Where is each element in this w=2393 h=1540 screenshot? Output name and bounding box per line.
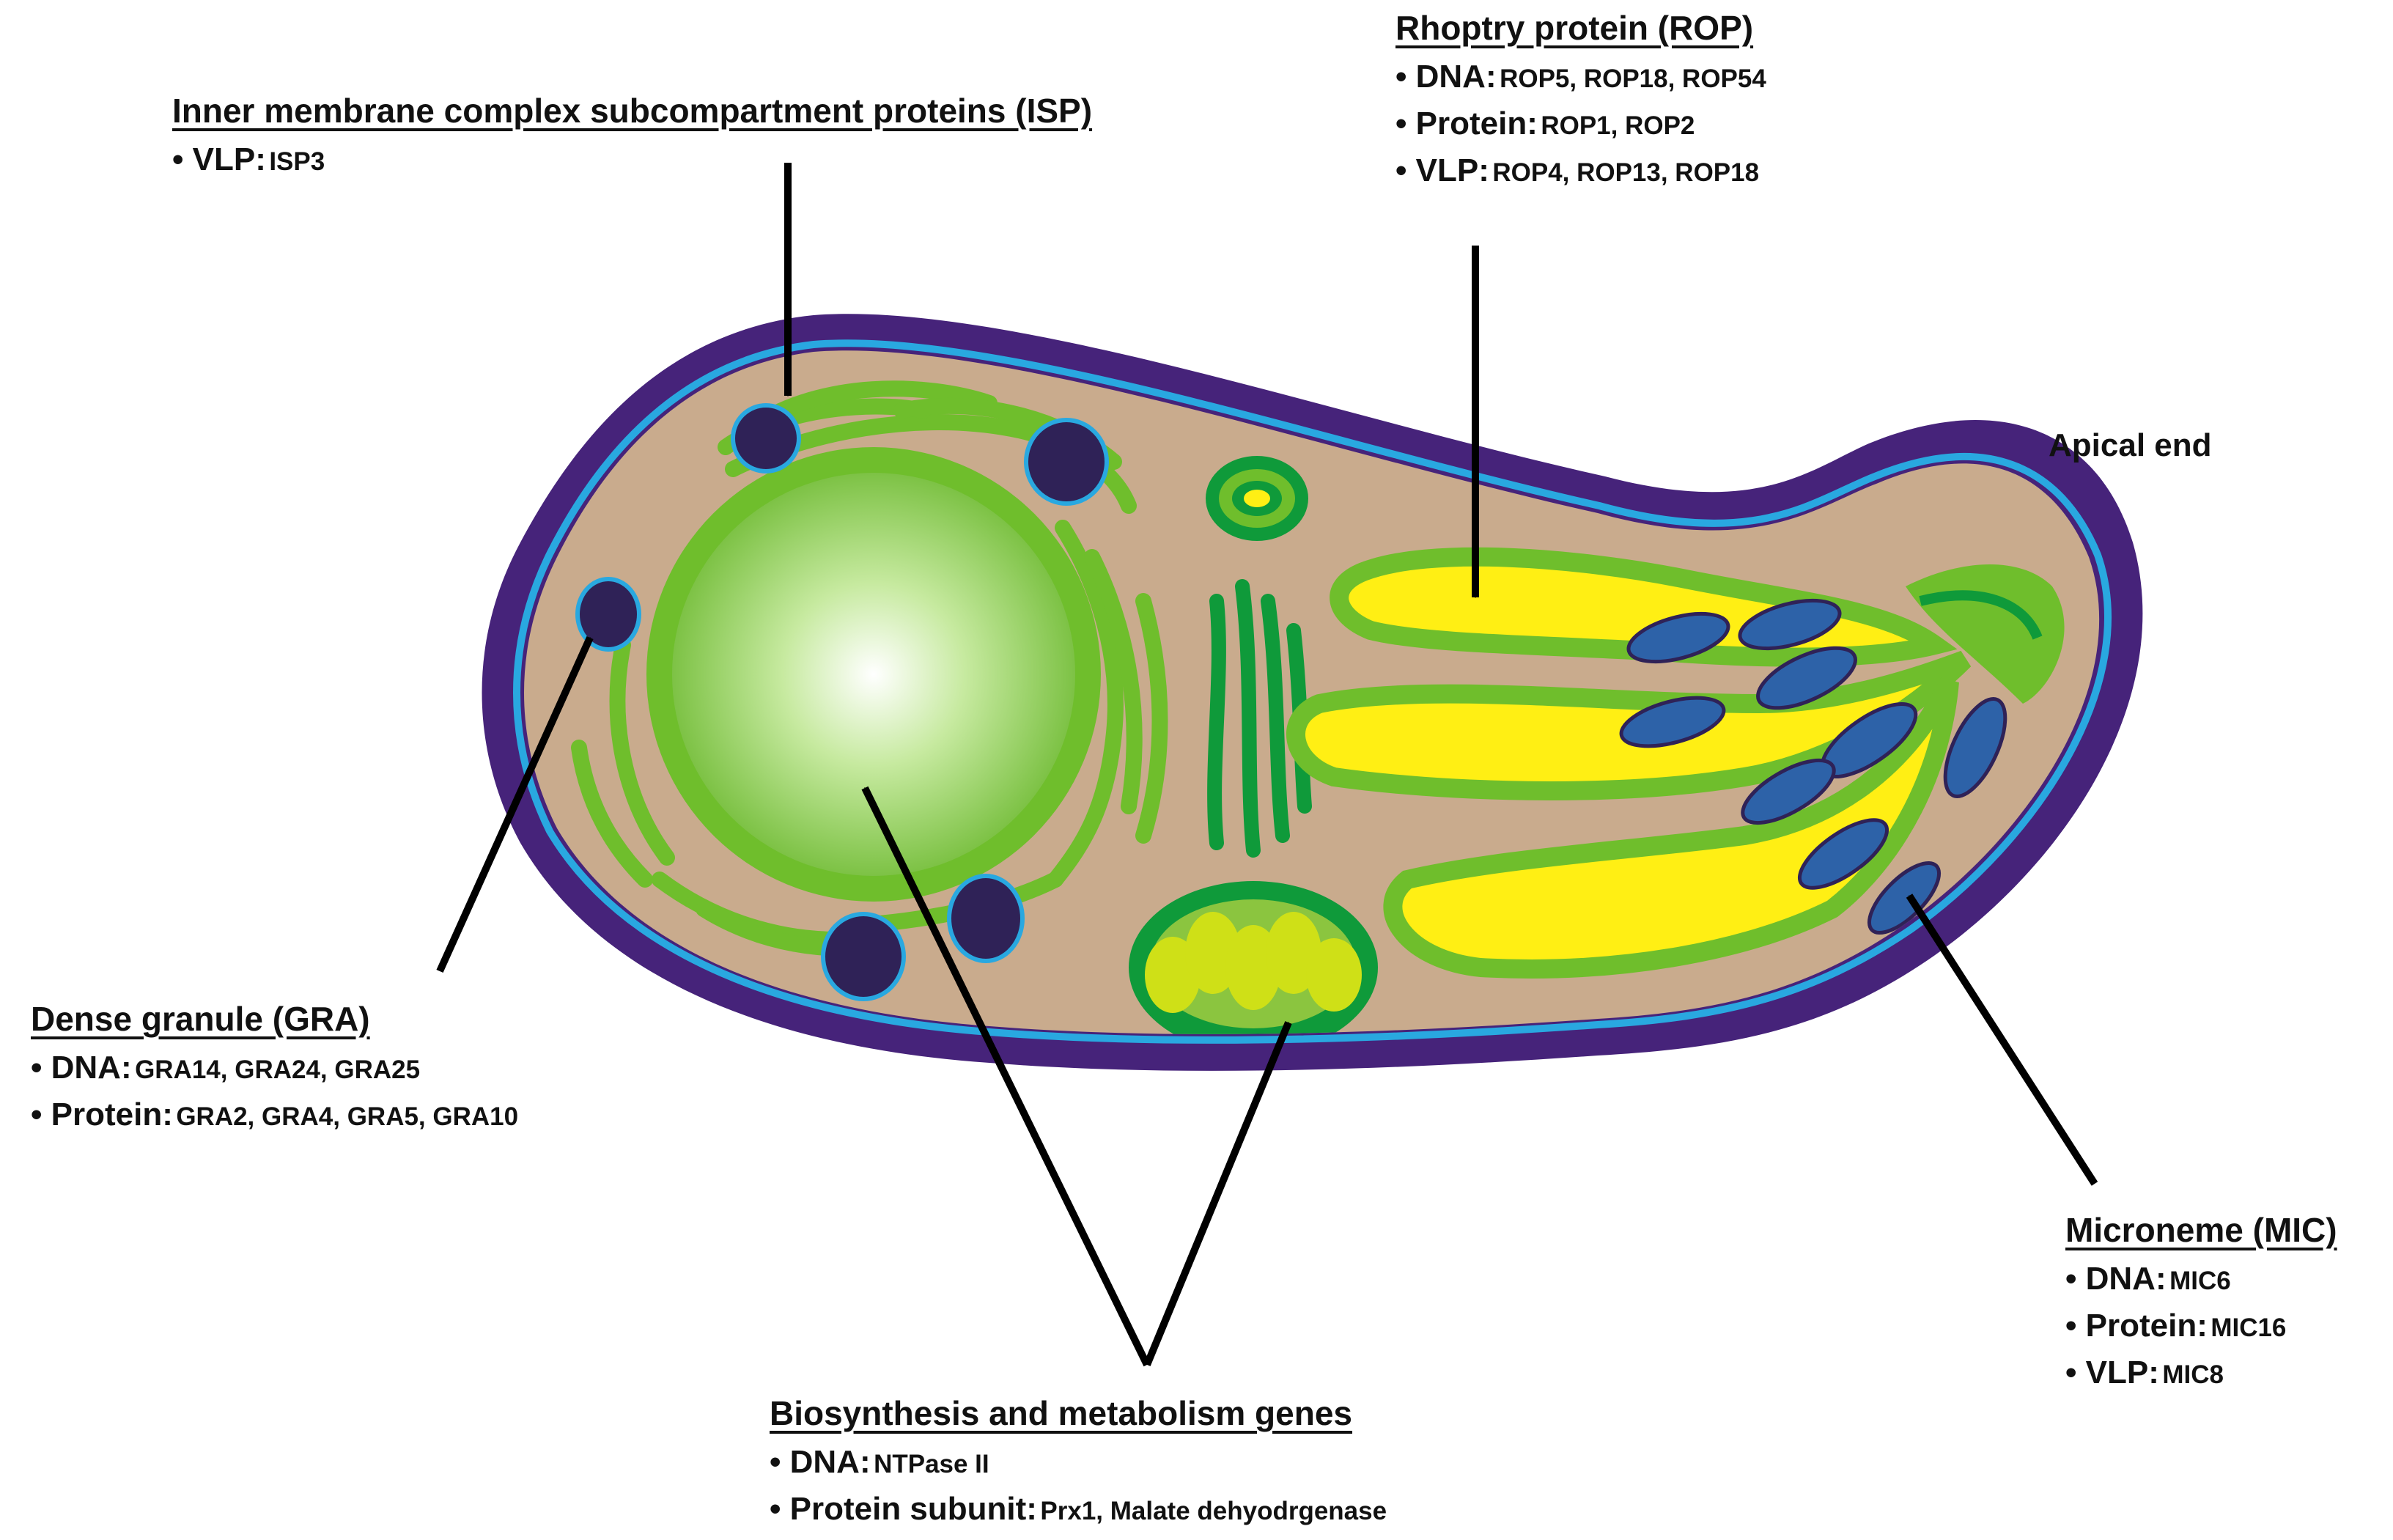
- isp-row-vlp: • VLP: ISP3: [172, 144, 1092, 176]
- apical-end-label: Apical end: [2049, 427, 2212, 463]
- row-kind: • DNA:: [31, 1050, 132, 1086]
- bio-row-protein: • Protein subunit: Prx1, Malate dehyodrg…: [770, 1493, 1387, 1525]
- mitochondrion: [1129, 881, 1378, 1034]
- mic-label: Microneme (MIC) • DNA: MIC6 • Protein: M…: [2065, 1213, 2337, 1404]
- dense-granule: [575, 577, 641, 652]
- row-kind: • DNA:: [1395, 59, 1497, 95]
- row-genes: ROP1, ROP2: [1541, 111, 1695, 140]
- isp-label: Inner membrane complex subcompartment pr…: [172, 94, 1092, 191]
- row-genes: ROP5, ROP18, ROP54: [1500, 65, 1766, 93]
- row-genes: MIC6: [2169, 1267, 2231, 1295]
- row-kind: • VLP:: [172, 141, 266, 177]
- mic-row-dna: • DNA: MIC6: [2065, 1263, 2337, 1295]
- arrows: [436, 163, 2098, 1367]
- microneme: [1738, 598, 1842, 651]
- row-genes: MIC8: [2162, 1360, 2224, 1389]
- apicoplast: [1206, 456, 1308, 541]
- gra-row-protein: • Protein: GRA2, GRA4, GRA5, GRA10: [31, 1099, 518, 1131]
- gra-row-dna: • DNA: GRA14, GRA24, GRA25: [31, 1052, 518, 1084]
- nucleus: [672, 473, 1075, 876]
- conoid: [1906, 564, 2065, 704]
- rop-row-protein: • Protein: ROP1, ROP2: [1395, 108, 1766, 140]
- mic-row-protein: • Protein: MIC16: [2065, 1310, 2337, 1342]
- rop-row-vlp: • VLP: ROP4, ROP13, ROP18: [1395, 155, 1766, 187]
- row-kind: • Protein:: [31, 1097, 173, 1132]
- rhoptry: [1383, 677, 1959, 979]
- row-genes: MIC16: [2211, 1314, 2287, 1342]
- row-genes: NTPase II: [874, 1450, 989, 1478]
- row-genes: Prx1, Malate dehyodrgenase: [1040, 1497, 1387, 1525]
- row-kind: • DNA:: [770, 1444, 871, 1480]
- row-kind: • Protein:: [1395, 106, 1538, 141]
- row-genes: GRA14, GRA24, GRA25: [135, 1055, 421, 1084]
- row-kind: • DNA:: [2065, 1261, 2167, 1297]
- dense-granules: [575, 403, 1109, 1001]
- bio-label: Biosynthesis and metabolism genes • DNA:…: [770, 1396, 1387, 1540]
- row-kind: • VLP:: [1395, 152, 1489, 188]
- row-genes: ISP3: [269, 147, 325, 176]
- row-kind: • VLP:: [2065, 1355, 2159, 1390]
- gra-label: Dense granule (GRA) • DNA: GRA14, GRA24,…: [31, 1002, 518, 1146]
- microneme: [1756, 646, 1857, 710]
- gra-heading: Dense granule (GRA): [31, 1000, 370, 1038]
- micronemes: [1619, 598, 2007, 935]
- microneme: [1797, 818, 1889, 890]
- row-kind: • Protein:: [2065, 1308, 2208, 1344]
- bio-row-dna: • DNA: NTPase II: [770, 1446, 1387, 1478]
- bio-arrow-nucleus: [861, 786, 1151, 1367]
- microneme: [1619, 696, 1726, 748]
- inner-membrane: [513, 339, 2112, 1044]
- rop-label: Rhoptry protein (ROP) • DNA: ROP5, ROP18…: [1395, 11, 1766, 202]
- microneme: [1626, 611, 1730, 664]
- microneme: [1741, 758, 1836, 825]
- mic-row-vlp: • VLP: MIC8: [2065, 1357, 2337, 1389]
- dense-granule: [1024, 418, 1109, 506]
- dense-granule: [821, 912, 906, 1001]
- rop-heading: Rhoptry protein (ROP): [1395, 9, 1754, 47]
- row-kind: • Protein subunit:: [770, 1491, 1037, 1527]
- dense-granule: [731, 403, 801, 474]
- isp-heading: Inner membrane complex subcompartment pr…: [172, 92, 1093, 130]
- row-genes: GRA2, GRA4, GRA5, GRA10: [176, 1102, 519, 1131]
- dense-granule: [947, 874, 1025, 963]
- microneme: [1943, 697, 2007, 798]
- rop-row-dna: • DNA: ROP5, ROP18, ROP54: [1395, 61, 1766, 93]
- bio-arrow-mito: [1143, 1021, 1292, 1366]
- mic-arrow: [1906, 894, 2098, 1186]
- bio-heading: Biosynthesis and metabolism genes: [770, 1394, 1353, 1432]
- gra-arrow: [436, 635, 594, 973]
- mic-heading: Microneme (MIC): [2065, 1211, 2337, 1249]
- row-genes: ROP4, ROP13, ROP18: [1492, 158, 1760, 187]
